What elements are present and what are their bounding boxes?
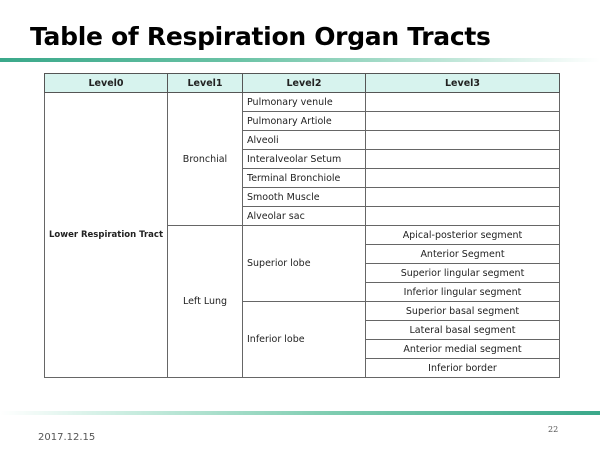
level2-cell: Pulmonary venule xyxy=(242,92,366,112)
level2-cell: Alveolar sac xyxy=(242,206,366,226)
level3-empty-cell xyxy=(365,206,560,226)
level1-left-lung: Left Lung xyxy=(167,225,243,378)
level2-cell: Terminal Bronchiole xyxy=(242,168,366,188)
header-level3: Level3 xyxy=(365,73,560,93)
level3-empty-cell xyxy=(365,130,560,150)
level3-cell: Apical-posterior segment xyxy=(365,225,560,245)
table-row: Alveoli xyxy=(45,130,560,150)
header-level2: Level2 xyxy=(242,73,366,93)
level0-cell: Lower Respiration Tract xyxy=(44,92,168,378)
slide-title: Table of Respiration Organ Tracts xyxy=(30,22,491,51)
level2-inferior-lobe: Inferior lobe xyxy=(242,301,366,378)
header-level0: Level0 xyxy=(44,73,168,93)
footer-divider xyxy=(0,411,600,415)
level3-cell: Superior lingular segment xyxy=(365,263,560,283)
table-row: Lower Respiration Tract Bronchial Pulmon… xyxy=(44,92,560,378)
header-level1: Level1 xyxy=(167,73,243,93)
level3-cell: Anterior medial segment xyxy=(365,339,560,359)
level3-cell: Inferior lingular segment xyxy=(365,282,560,302)
level2-cell: Smooth Muscle xyxy=(242,187,366,207)
level2-cell: Alveoli xyxy=(242,130,366,150)
level2-superior-lobe: Superior lobe xyxy=(242,225,366,302)
table-row: Pulmonary Artiole xyxy=(45,111,560,131)
level3-empty-cell xyxy=(365,168,560,188)
page-number: 22 xyxy=(548,425,559,434)
respiration-table: Level0 Level1 Level2 Level3 Lower Respir… xyxy=(44,73,560,378)
level2-cell: Pulmonary Artiole xyxy=(242,111,366,131)
level3-cell: Superior basal segment xyxy=(365,301,560,321)
footer-date: 2017.12.15 xyxy=(38,432,96,443)
table-header-row: Level0 Level1 Level2 Level3 xyxy=(44,73,560,93)
table-row: Left Lung Superior lobe Apical-posterior… xyxy=(45,225,560,378)
level3-cell: Inferior border xyxy=(365,358,560,378)
level3-empty-cell xyxy=(365,111,560,131)
level3-cell: Lateral basal segment xyxy=(365,320,560,340)
table-row: Inferior border xyxy=(45,358,560,378)
table-row: Alveolar sac xyxy=(45,206,560,226)
level3-empty-cell xyxy=(365,187,560,207)
level3-empty-cell xyxy=(365,149,560,169)
title-divider xyxy=(0,58,600,62)
level3-empty-cell xyxy=(365,92,560,112)
table-row: Inferior lobe Superior basal segment xyxy=(45,301,560,378)
level1-bronchial: Bronchial xyxy=(167,92,243,226)
level3-cell: Anterior Segment xyxy=(365,244,560,264)
level2-cell: Interalveolar Setum xyxy=(242,149,366,169)
